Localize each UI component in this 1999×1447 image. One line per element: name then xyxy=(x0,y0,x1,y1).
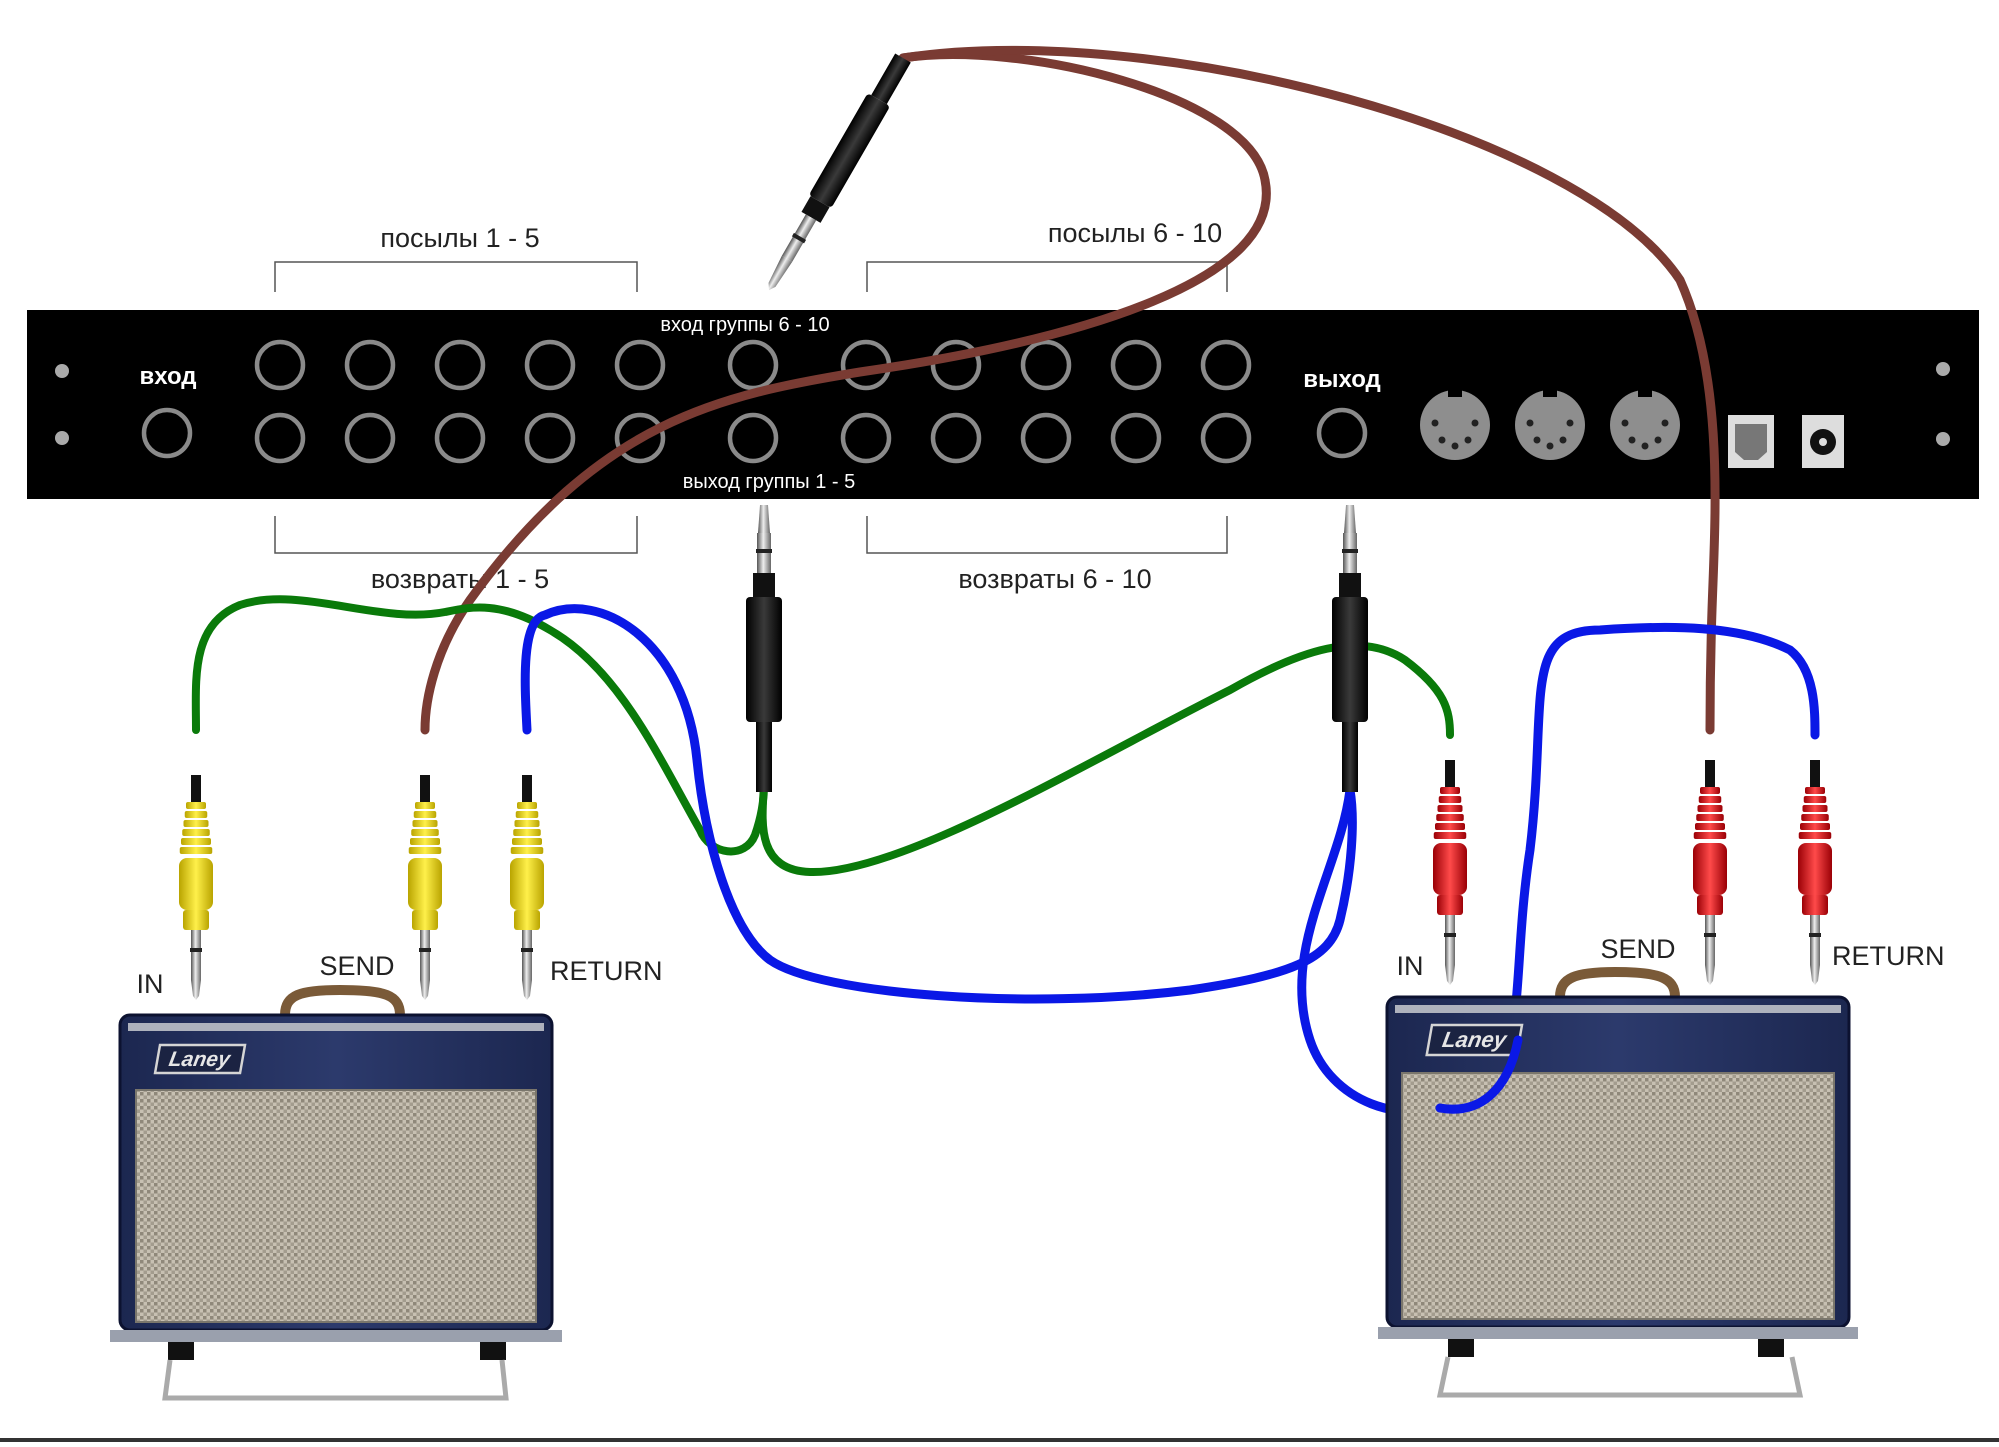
speaker-grille xyxy=(1401,1072,1835,1320)
quarter-inch-plug-icon xyxy=(768,53,911,291)
plug-right-return-icon xyxy=(1798,760,1832,985)
output-jack[interactable] xyxy=(1316,407,1368,459)
group-in-label: вход группы 6 - 10 xyxy=(660,314,829,336)
green-cable xyxy=(191,595,1454,877)
send-jack-2[interactable] xyxy=(344,339,396,391)
plug-right-in-icon xyxy=(1433,760,1467,985)
return-jack-5[interactable] xyxy=(614,412,666,464)
usb-port-icon[interactable] xyxy=(1728,415,1774,468)
return-jack-10[interactable] xyxy=(1200,412,1252,464)
rca-plugs xyxy=(179,760,1832,1000)
send-jack-1[interactable] xyxy=(254,339,306,391)
amp-right-return-label: RETURN xyxy=(1832,941,1945,971)
send-jack-5[interactable] xyxy=(614,339,666,391)
bracket-sends-1-5: посылы 1 - 5 xyxy=(274,223,638,292)
bracket-returns-6-10: возвраты 6 - 10 xyxy=(866,516,1228,594)
amp-brand-logo: Laney xyxy=(1440,1027,1510,1052)
send-jack-3[interactable] xyxy=(434,339,486,391)
amp-left-in-label: IN xyxy=(137,969,164,999)
rack-screw-icon xyxy=(1936,432,1950,446)
bracket-sends-6-10: посылы 6 - 10 xyxy=(866,218,1228,292)
power-jack-icon[interactable] xyxy=(1802,415,1844,468)
group-out-label: выход группы 1 - 5 xyxy=(683,471,856,493)
midi-port-icon[interactable] xyxy=(1610,388,1680,460)
group-in-jack[interactable] xyxy=(727,339,779,391)
rack-screw-icon xyxy=(1936,362,1950,376)
amp-handle xyxy=(280,984,405,1016)
quarter-inch-plug-icon xyxy=(746,505,782,792)
send-jack-4[interactable] xyxy=(524,339,576,391)
label-sends-1-5: посылы 1 - 5 xyxy=(380,223,539,253)
return-jacks-row xyxy=(254,412,1252,464)
output-label: выход xyxy=(1303,366,1381,393)
return-jack-8[interactable] xyxy=(1020,412,1072,464)
amp-left-return-label: RETURN xyxy=(550,956,663,986)
midi-port-icon[interactable] xyxy=(1420,388,1490,460)
rack-screw-icon xyxy=(55,431,69,445)
return-jack-3[interactable] xyxy=(434,412,486,464)
send-jack-9[interactable] xyxy=(1110,339,1162,391)
amp-right-send-label: SEND xyxy=(1600,934,1675,964)
return-jack-1[interactable] xyxy=(254,412,306,464)
bottom-rule xyxy=(0,1438,1999,1442)
amp-brand-logo: Laney xyxy=(167,1048,233,1071)
send-jacks-row xyxy=(254,339,1252,391)
plug-left-send-icon xyxy=(408,775,442,1000)
send-jack-7[interactable] xyxy=(930,339,982,391)
speaker-grille xyxy=(135,1089,537,1323)
send-jack-8[interactable] xyxy=(1020,339,1072,391)
plug-left-return-icon xyxy=(510,775,544,1000)
return-jack-7[interactable] xyxy=(930,412,982,464)
blue-cable-overlap xyxy=(1435,1035,1523,1114)
quarter-inch-plug-icon xyxy=(1332,505,1368,792)
return-jack-2[interactable] xyxy=(344,412,396,464)
input-jack[interactable] xyxy=(141,407,193,459)
return-jack-9[interactable] xyxy=(1110,412,1162,464)
label-sends-6-10: посылы 6 - 10 xyxy=(1048,218,1222,248)
midi-port-icon[interactable] xyxy=(1515,388,1585,460)
rack-screw-icon xyxy=(55,364,69,378)
amp-right-in-label: IN xyxy=(1397,951,1424,981)
amp-left: Laney IN SEND RETURN xyxy=(110,951,663,1401)
rack-panel: вход вход группы 6 - 10 выход группы 1 -… xyxy=(27,310,1979,499)
group-out-jack[interactable] xyxy=(727,412,779,464)
input-label: вход xyxy=(139,363,196,390)
plug-right-send-icon xyxy=(1693,760,1727,985)
label-returns-6-10: возвраты 6 - 10 xyxy=(958,564,1151,594)
send-jack-10[interactable] xyxy=(1200,339,1252,391)
bracket-returns-1-5: возвраты 1 - 5 xyxy=(274,516,638,594)
return-jack-6[interactable] xyxy=(840,412,892,464)
amp-left-send-label: SEND xyxy=(319,951,394,981)
amp-handle xyxy=(1555,966,1680,998)
blue-cable xyxy=(520,604,1820,1117)
return-jack-4[interactable] xyxy=(524,412,576,464)
plug-left-in-icon xyxy=(179,775,213,1000)
label-returns-1-5: возвраты 1 - 5 xyxy=(371,564,549,594)
amp-right: Laney IN SEND RETURN xyxy=(1378,934,1945,1398)
